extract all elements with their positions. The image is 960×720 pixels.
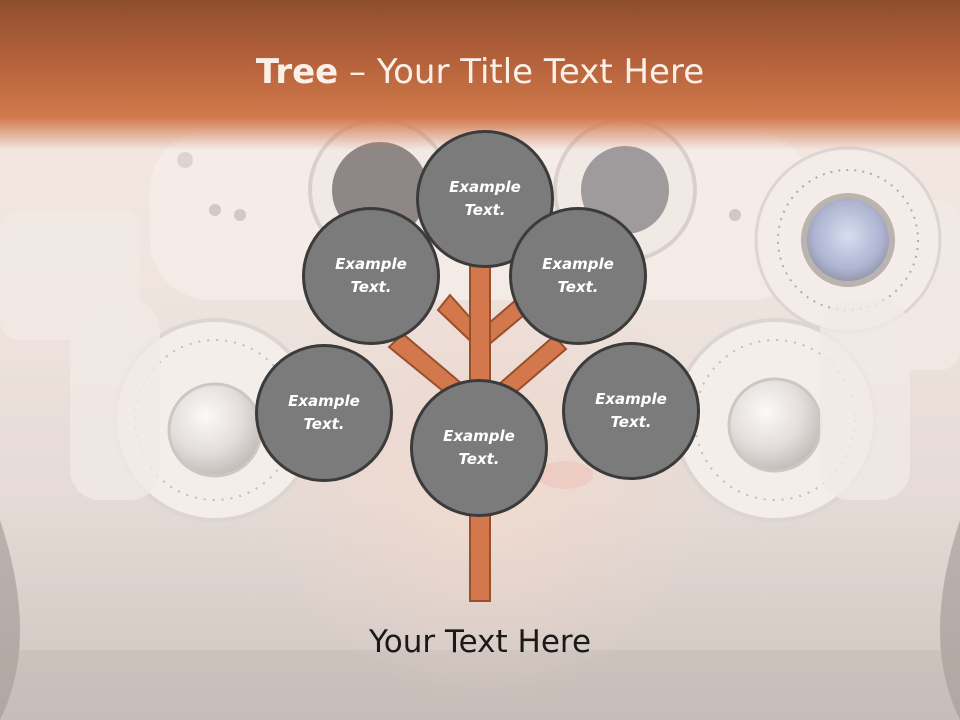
slide-title[interactable]: Tree – Your Title Text Here: [0, 52, 960, 92]
footer-text[interactable]: Your Text Here: [368, 624, 592, 660]
title-separator: –: [338, 52, 377, 92]
title-band: [0, 0, 960, 150]
title-rest: Your Title Text Here: [376, 52, 705, 92]
title-bold: Tree: [255, 52, 339, 92]
